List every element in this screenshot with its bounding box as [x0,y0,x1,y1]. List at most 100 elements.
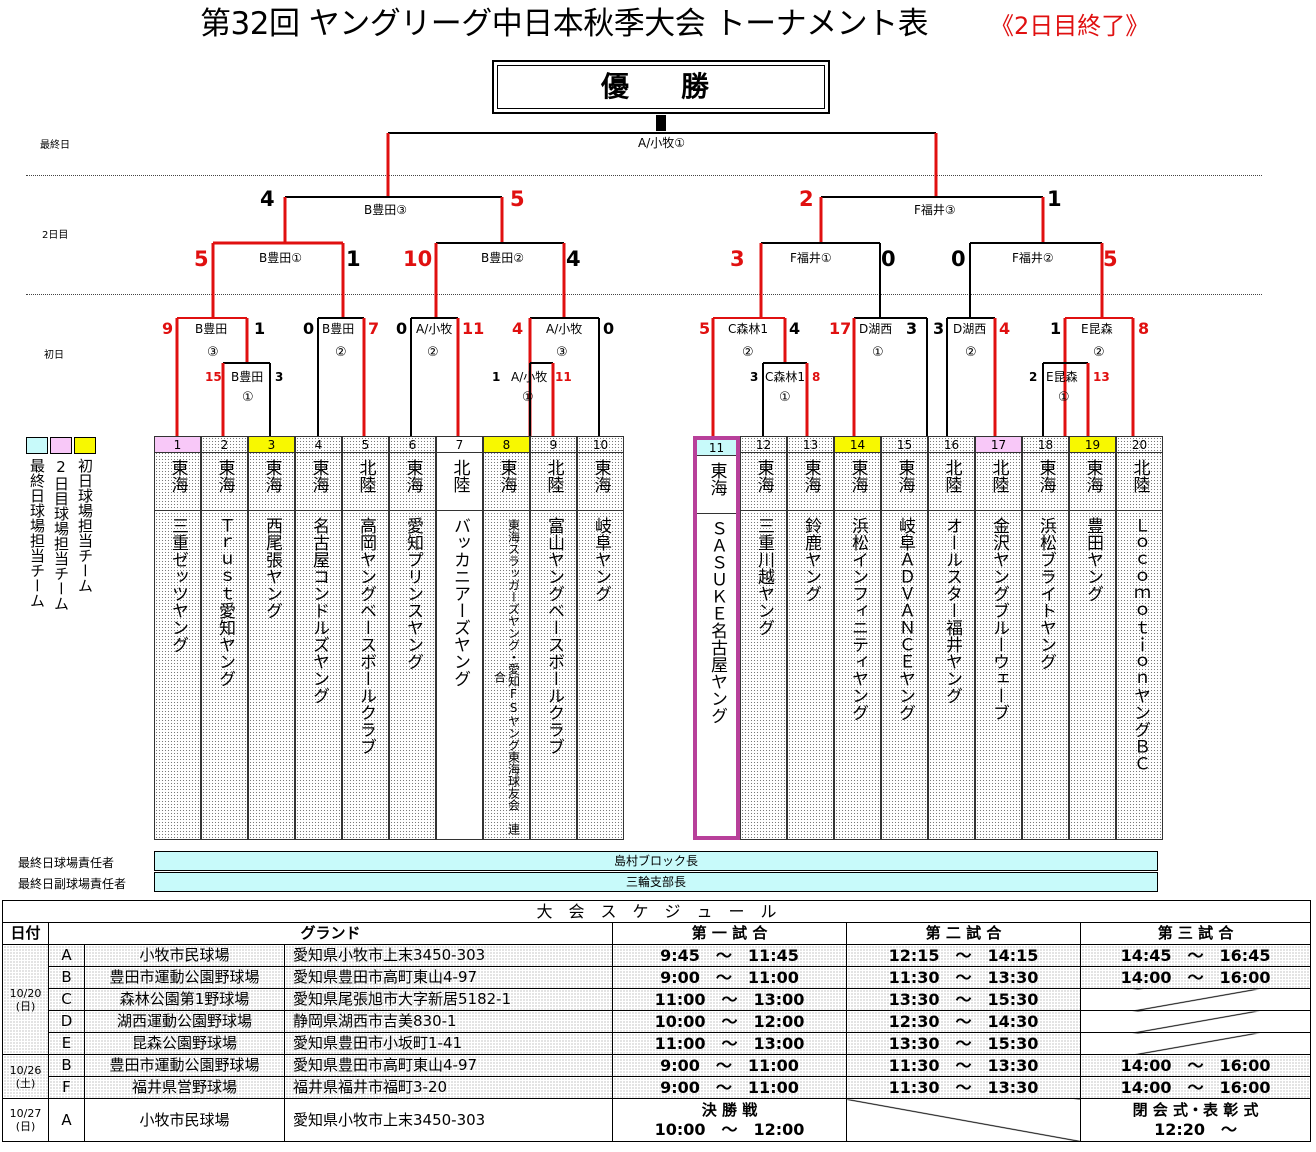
team-name: オールスター福井ヤング [942,517,962,704]
r1-3-venue: A/小牧 [416,322,453,336]
r1-4-venue: A/小牧 [546,322,583,336]
r1-2-venue: B豊田 [322,322,355,336]
sched-address: 静岡県湖西市吉美830-1 [284,1010,613,1033]
pre-3-num: ① [779,390,791,405]
sched-g2: 13:30 ～ 15:30 [846,988,1081,1011]
sched-code: C [48,988,85,1011]
r1-8-venue: E昆森 [1081,322,1113,336]
bracket-lines [175,132,1135,436]
r1-5-num: ② [742,345,754,360]
team-name: 浜松インフィニティヤング [848,517,868,721]
r1-2-right-score: 7 [368,319,380,338]
team-number: 16 [929,437,974,453]
pre-2-venue: A/小牧 [511,370,548,384]
team-number: 15 [882,437,927,453]
pre-4-left-score: 2 [1029,370,1038,384]
qf-2-venue: B豊田② [481,251,524,265]
sched-g3: 14:00 ～ 16:00 [1079,966,1312,989]
sched-address: 愛知県小牧市上末3450-303 [284,1098,613,1142]
team-name: 東海スラッガーズヤング・愛知FSヤング東海球友会 連合 [492,519,521,835]
r1-5-venue: C森林1 [728,322,769,336]
team-name: 鈴鹿ヤング [801,517,821,602]
champion-box-frame [492,60,830,114]
pre-4-right-score: 13 [1093,370,1110,384]
team-number: 4 [296,437,341,453]
day-label-day1: 初日 [44,350,64,361]
team-name: ＳＡＳＵＫＥ名古屋ヤング [707,520,727,724]
resp-value-1: 島村ブロック長 [154,851,1158,871]
qf-3-right-score: 0 [881,247,896,271]
team-number: 6 [390,437,435,453]
qf-4-right-score: 5 [1103,247,1118,271]
sched-g3: 14:45 ～ 16:45 [1079,944,1312,967]
sched-g2: 13:30 ～ 15:30 [846,1032,1081,1055]
sched-code: B [48,966,85,989]
sched-g2 [846,1098,1081,1142]
resp-value-2: 三輪支部長 [154,872,1158,892]
semi-1-right-score: 5 [510,187,525,211]
qf-1-right-score: 1 [346,247,361,271]
qf-3-left-score: 3 [730,247,745,271]
sched-date: 10/26 (土) [2,1054,49,1099]
pre-1-venue: B豊田 [231,370,264,384]
semi-2-left-score: 2 [799,187,814,211]
r1-4-left-score: 4 [512,319,524,338]
r1-1-num: ③ [207,345,219,360]
champion-label: 優 勝 [497,65,825,109]
pre-1-right-score: 3 [275,370,284,384]
qf-2-left-score: 10 [403,247,433,271]
r1-1-left-score: 9 [162,319,174,338]
team-name: 金沢ヤングブルーウェーブ [989,517,1009,721]
legend-label-day2: 2日目球場担当チーム [52,458,70,611]
sched-g1: 11:00 ～ 13:00 [612,1032,847,1055]
sched-g1: 10:00 ～ 12:00 [612,1010,847,1033]
sched-g2: 12:30 ～ 14:30 [846,1010,1081,1033]
sched-header-g1: 第 一 試 合 [612,922,847,945]
sched-g3 [1079,1032,1312,1055]
r1-7-right-score: 4 [999,319,1011,338]
sched-g1: 9:00 ～ 11:00 [612,1076,847,1099]
sched-g3-title: 閉 会 式・表 彰 式 [1132,1101,1259,1119]
schedule-table: 大 会 ス ケ ジ ュ ー ル 日付 グランド 第 一 試 合 第 二 試 合 … [1,900,1312,1142]
sched-header-date: 日付 [2,922,49,945]
r1-3-left-score: 0 [396,319,408,338]
sched-address: 福井県福井市福町3-20 [284,1076,613,1099]
sched-address: 愛知県小牧市上末3450-303 [284,944,613,967]
r1-8-left-score: 1 [1050,319,1062,338]
r1-7-num: ② [965,345,977,360]
sched-address: 愛知県豊田市小坂町1-41 [284,1032,613,1055]
pre-2-num: ① [522,390,534,405]
team-number: 20 [1117,437,1162,453]
r1-1-venue: B豊田 [195,322,228,336]
sched-header-g3: 第 三 試 合 [1079,922,1312,945]
team-region: 北陸 [343,453,388,511]
r1-3-num: ② [427,345,439,360]
sched-ground: 昆森公園野球場 [84,1032,285,1055]
sched-date: 10/20 (日) [2,944,49,1055]
legend-swatch-day2 [50,437,72,454]
semi-2-right-score: 1 [1047,187,1062,211]
sched-code: D [48,1010,85,1033]
team-region: 東海 [1023,453,1068,511]
team-region: 東海 [882,453,927,511]
qf-1-left-score: 5 [194,247,209,271]
page-title: 第32回 ヤングリーグ中日本秋季大会 トーナメント表 [200,6,929,42]
sched-code: A [48,944,85,967]
sched-header-ground: グランド [48,922,613,945]
qf-3-venue: F福井① [790,251,832,265]
pre-4-num: ① [1058,390,1070,405]
team-region: 北陸 [531,453,576,511]
team-name: 愛知プリンスヤング [403,517,423,670]
sched-g3 [1079,1010,1312,1033]
team-number: 8 [484,437,529,453]
sched-ground: 湖西運動公園野球場 [84,1010,285,1033]
qf-1-venue: B豊田① [259,251,302,265]
team-number: 12 [741,437,786,453]
team-name: Ｔｒｕｓｔ愛知ヤング [215,517,235,687]
